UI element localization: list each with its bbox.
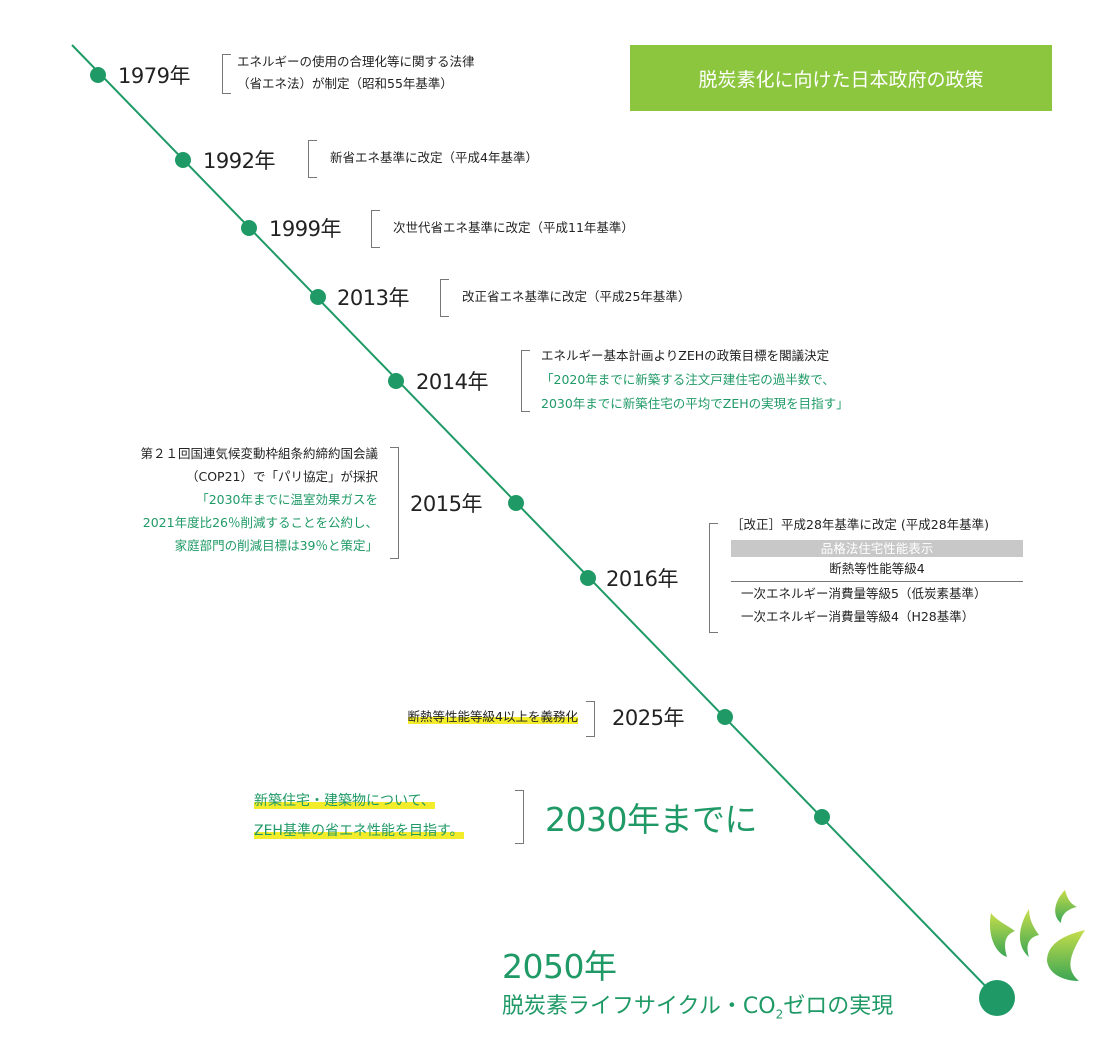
timeline-dot-1999: [241, 220, 257, 236]
event-note-2015: 第２１回国連気候変動枠組条約締約国会議 （COP21）で「パリ協定」が採択 「2…: [140, 442, 378, 557]
table-header: 品格法住宅性能表示: [731, 540, 1023, 557]
note-line: エネルギー基本計画よりZEHの政策目標を閣議決定: [541, 348, 830, 363]
note-line: エネルギーの使用の合理化等に関する法律: [237, 54, 475, 69]
timeline-dot-2025: [717, 709, 733, 725]
timeline-dot-2050: [979, 980, 1015, 1016]
highlighted-text: 新築住宅・建築物について、: [254, 793, 435, 809]
highlighted-text: 断熱等性能等級4以上を義務化: [407, 709, 578, 724]
event-note-1979: エネルギーの使用の合理化等に関する法律 （省エネ法）が制定（昭和55年基準）: [237, 51, 475, 95]
timeline-dot-2014: [388, 373, 404, 389]
timeline-dot-2016: [580, 570, 596, 586]
year-1999: 1999年: [269, 217, 341, 241]
year-2025: 2025年: [612, 706, 684, 730]
note-quote: 2030年までに新築住宅の平均でZEHの実現を目指す」: [541, 396, 849, 411]
timeline-dot-2013: [310, 289, 326, 305]
bracket: [222, 54, 231, 94]
event-note-1999: 次世代省エネ基準に改定（平成11年基準）: [393, 220, 634, 235]
bracket: [515, 790, 524, 844]
goal-2050: 脱炭素ライフサイクル・CO2ゼロの実現: [502, 988, 893, 1021]
note-line: （省エネ法）が制定（昭和55年基準）: [237, 76, 453, 91]
event-note-1992: 新省エネ基準に改定（平成4年基準）: [330, 150, 538, 165]
year-2050: 2050年: [502, 947, 617, 986]
timeline-dot-2015: [508, 495, 524, 511]
event-note-2016: ［改正］平成28年基準に改定 (平成28年基準) 品格法住宅性能表示 断熱等性能…: [731, 514, 1023, 628]
goal-text: ゼロの実現: [783, 994, 894, 1019]
event-note-2025: 断熱等性能等級4以上を義務化: [407, 706, 578, 728]
year-1992: 1992年: [203, 149, 275, 173]
note-line: （COP21）で「パリ協定」が採択: [185, 469, 378, 484]
note-quote: 「2030年までに温室効果ガスを: [196, 492, 378, 507]
timeline-dot-2030: [814, 809, 830, 825]
bracket: [521, 350, 530, 412]
timeline-dot-1979: [90, 67, 106, 83]
bracket: [709, 523, 718, 633]
note-quote: 「2020年までに新築する注文戸建住宅の過半数で、: [541, 372, 835, 387]
goal-subscript: 2: [775, 1007, 784, 1022]
event-note-2030: 新築住宅・建築物について、 ZEH基準の省エネ性能を目指す。: [254, 786, 464, 846]
bracket: [371, 210, 380, 248]
year-2030: 2030年までに: [545, 800, 757, 839]
note-quote: 家庭部門の削減目標は39％と策定」: [174, 538, 378, 553]
goal-text: 脱炭素ライフサイクル・CO: [502, 994, 776, 1019]
bracket: [440, 279, 449, 317]
highlighted-text: ZEH基準の省エネ性能を目指す。: [254, 823, 464, 839]
bracket: [586, 701, 595, 737]
table-row: 一次エネルギー消費量等級5（低炭素基準）: [741, 586, 987, 601]
year-2016: 2016年: [606, 567, 678, 591]
table-row: 断熱等性能等級4: [731, 557, 1023, 582]
year-2013: 2013年: [337, 286, 409, 310]
event-note-2013: 改正省エネ基準に改定（平成25年基準）: [462, 289, 691, 304]
table-row: 一次エネルギー消費量等級4（H28基準）: [741, 609, 975, 624]
bracket: [390, 447, 399, 559]
year-1979: 1979年: [118, 64, 190, 88]
event-note-2014: エネルギー基本計画よりZEHの政策目標を閣議決定 「2020年までに新築する注文…: [541, 344, 849, 416]
year-2014: 2014年: [416, 370, 488, 394]
timeline-dot-1992: [175, 152, 191, 168]
note-quote: 2021年度比26％削減することを公約し、: [142, 515, 378, 530]
note-line: 第２１回国連気候変動枠組条約締約国会議: [140, 446, 378, 461]
page-title: 脱炭素化に向けた日本政府の政策: [630, 45, 1052, 111]
year-2015: 2015年: [410, 492, 482, 516]
bracket: [308, 140, 317, 178]
leaf-logo-icon: [989, 890, 1085, 981]
note-line: ［改正］平成28年基準に改定 (平成28年基準): [731, 517, 990, 532]
